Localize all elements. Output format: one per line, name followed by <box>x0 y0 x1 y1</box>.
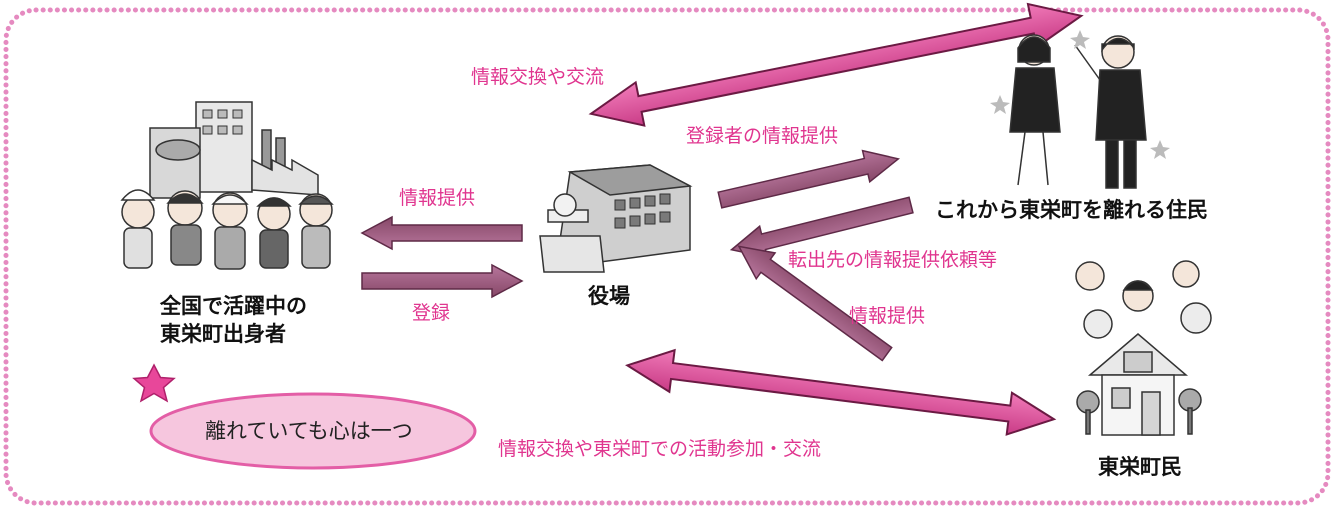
label-leaving-residents: これから東栄町を離れる住民 <box>935 198 1208 222</box>
double-arrow-bottom <box>625 348 1057 436</box>
native-people-icon <box>120 101 334 270</box>
double-arrow-top <box>588 2 1084 127</box>
star-icon <box>132 363 176 403</box>
label-info-provide-left: 情報提供 <box>399 187 476 209</box>
label-transfer-request: 転出先の情報提供依頼等 <box>788 249 998 271</box>
label-registrant-info: 登録者の情報提供 <box>686 125 839 147</box>
arrow-info-provide-right <box>737 245 893 362</box>
arrow-register <box>361 263 524 299</box>
label-info-provide-right: 情報提供 <box>849 305 926 327</box>
label-register: 登録 <box>412 302 451 324</box>
arrow-info-provide-left <box>360 215 523 251</box>
label-exchange-bottom: 情報交換や東栄町での活動参加・交流 <box>498 438 822 460</box>
label-exchange-top: 情報交換や交流 <box>471 66 605 88</box>
label-town-hall: 役場 <box>588 284 630 308</box>
dotted-border <box>3 7 1331 506</box>
label-motto: 離れていても心は一つ <box>205 419 413 443</box>
residents-house-icon <box>1075 260 1212 436</box>
label-natives-line1: 全国で活躍中の <box>160 294 307 318</box>
arrow-registrant-info <box>717 149 900 209</box>
label-residents: 東栄町民 <box>1098 455 1182 479</box>
motto-oval <box>149 392 477 470</box>
town-hall-icon <box>539 164 693 273</box>
label-natives-line2: 東栄町出身者 <box>160 322 286 346</box>
leaving-couple-icon <box>990 30 1170 189</box>
